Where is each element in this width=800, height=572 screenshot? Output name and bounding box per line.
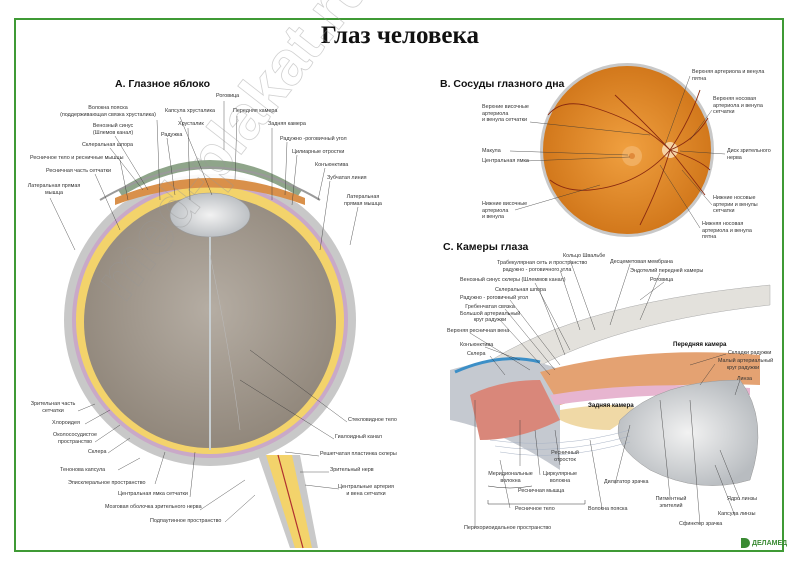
label-ciliary-processes: Цилиарные отростки (292, 149, 345, 155)
poster-title: Глаз человека (320, 22, 480, 49)
section-c-title: С. Камеры глаза (443, 241, 529, 253)
section-a-title: А. Глазное яблоко (115, 78, 211, 90)
label-ciliary-retina: Ресничная часть сетчатки (46, 168, 112, 174)
lens-c (617, 379, 759, 486)
label-lamina-cribrosa: Решетчатая пластинка склеры (320, 451, 397, 457)
label-lens: Хрусталик (178, 121, 204, 127)
cornea (99, 166, 321, 201)
label-sphincter: Сфинктер зрачка (679, 521, 723, 527)
optic-nerve (266, 455, 312, 548)
label-iris-folds: Складки радужки (728, 350, 772, 356)
label-tenon-capsule: Теноновa капсула (60, 467, 106, 473)
label-fovea-b: Центральная ямка (482, 158, 529, 164)
label-sclera: Склера (88, 449, 107, 455)
fundus (540, 63, 714, 237)
label-ciliary-vein: Верхняя ресничная вена (447, 328, 510, 334)
label-conjunctiva: Конъюнктива (315, 162, 349, 168)
label-conjunctiva-c: Конъюнктива (460, 342, 494, 348)
label-episcleral-space: Эписклеральное пространство (68, 480, 146, 486)
label-choroid: Хлороидея (52, 420, 80, 426)
label-posterior-chamber-c: Задняя камера (588, 402, 634, 409)
label-sclera-c: Склера (467, 351, 486, 357)
label-macula: Макула (482, 148, 501, 154)
label-zonule-c: Волокна пояска (588, 506, 628, 512)
label-cornea-c: Роговица (650, 277, 674, 283)
label-iris: Радужка (161, 132, 183, 138)
label-iridocorneal-angle: Радужно -роговичный угол (280, 136, 347, 142)
label-anterior-chamber: Передняя камера (233, 108, 278, 114)
eyeball-cross-section (64, 160, 356, 549)
iris (115, 178, 305, 205)
label-lens-capsule: Капсула хрусталика (165, 108, 215, 114)
label-cornea: Роговица (216, 93, 240, 99)
label-subarachnoid-space: Подпаутинное пространство (150, 518, 222, 524)
label-scleral-spur-c: Склеральная шпора (495, 287, 547, 293)
section-b-title: В. Сосуды глазного дна (440, 78, 565, 90)
label-ciliary-muscle: Ресничная мышца (518, 488, 565, 494)
publisher-logo: ДЕЛАМЕД (741, 538, 787, 548)
label-schwalbe-ring: Кольцо Швальбе (563, 253, 606, 259)
label-vitreous-body: Стекловидное тело (348, 417, 397, 423)
label-lens-nucleus: Ядро линзы (727, 496, 758, 502)
label-posterior-chamber: Задняя камера (268, 121, 306, 127)
label-ora-serrata: Зубчатая линия (327, 175, 367, 181)
label-ciliary-body-c: Ресничное тело (515, 506, 555, 512)
label-descemet: Десцеметовая мембрана (610, 259, 673, 265)
label-nerve-sheath: Мозговая оболочка зрительного нерва (105, 504, 202, 510)
ciliary-vein (454, 357, 541, 374)
label-perichoroidal-space: Перихориоидальное пространство (464, 525, 552, 531)
ciliary-muscle (470, 380, 560, 440)
label-zonule: Волокна пояска(поддерживающая связка хру… (60, 105, 156, 118)
leader-lines (49, 75, 741, 528)
label-dilator: Дилататор зрачка (604, 479, 649, 485)
logo-mark-icon (741, 538, 750, 548)
ciliary-process (560, 405, 640, 430)
label-hyaloid-canal: Гиалоидный канал (335, 434, 382, 440)
label-iridocorneal-angle-c: Радужно - роговичный угол (460, 295, 529, 301)
fovea (629, 153, 635, 159)
label-ciliary-body: Ресничное тело и ресничные мышцы (30, 155, 124, 161)
anterior-chamber (118, 160, 302, 196)
label-optic-nerve: Зрительный нерв (330, 467, 374, 473)
label-anterior-chamber-c: Передняя камера (673, 341, 727, 348)
poster-border (14, 18, 784, 552)
chambers-section (450, 284, 771, 486)
label-venous-sinus: Венозный синус(Шлемов канал) (92, 123, 134, 136)
label-fovea: Центральная ямка сетчатки (118, 491, 188, 497)
label-lens-c: Линза (737, 376, 752, 382)
label-endothelium: Эндотелий передней камеры (630, 268, 704, 274)
label-lens-capsule-c: Капсула линзы (718, 511, 756, 517)
cornea-c (469, 284, 771, 391)
label-scleral-spur: Склеральная шпора (82, 142, 134, 148)
label-venous-sinus-c: Венозный синус склеры (Шлеммов канал) (460, 277, 566, 283)
